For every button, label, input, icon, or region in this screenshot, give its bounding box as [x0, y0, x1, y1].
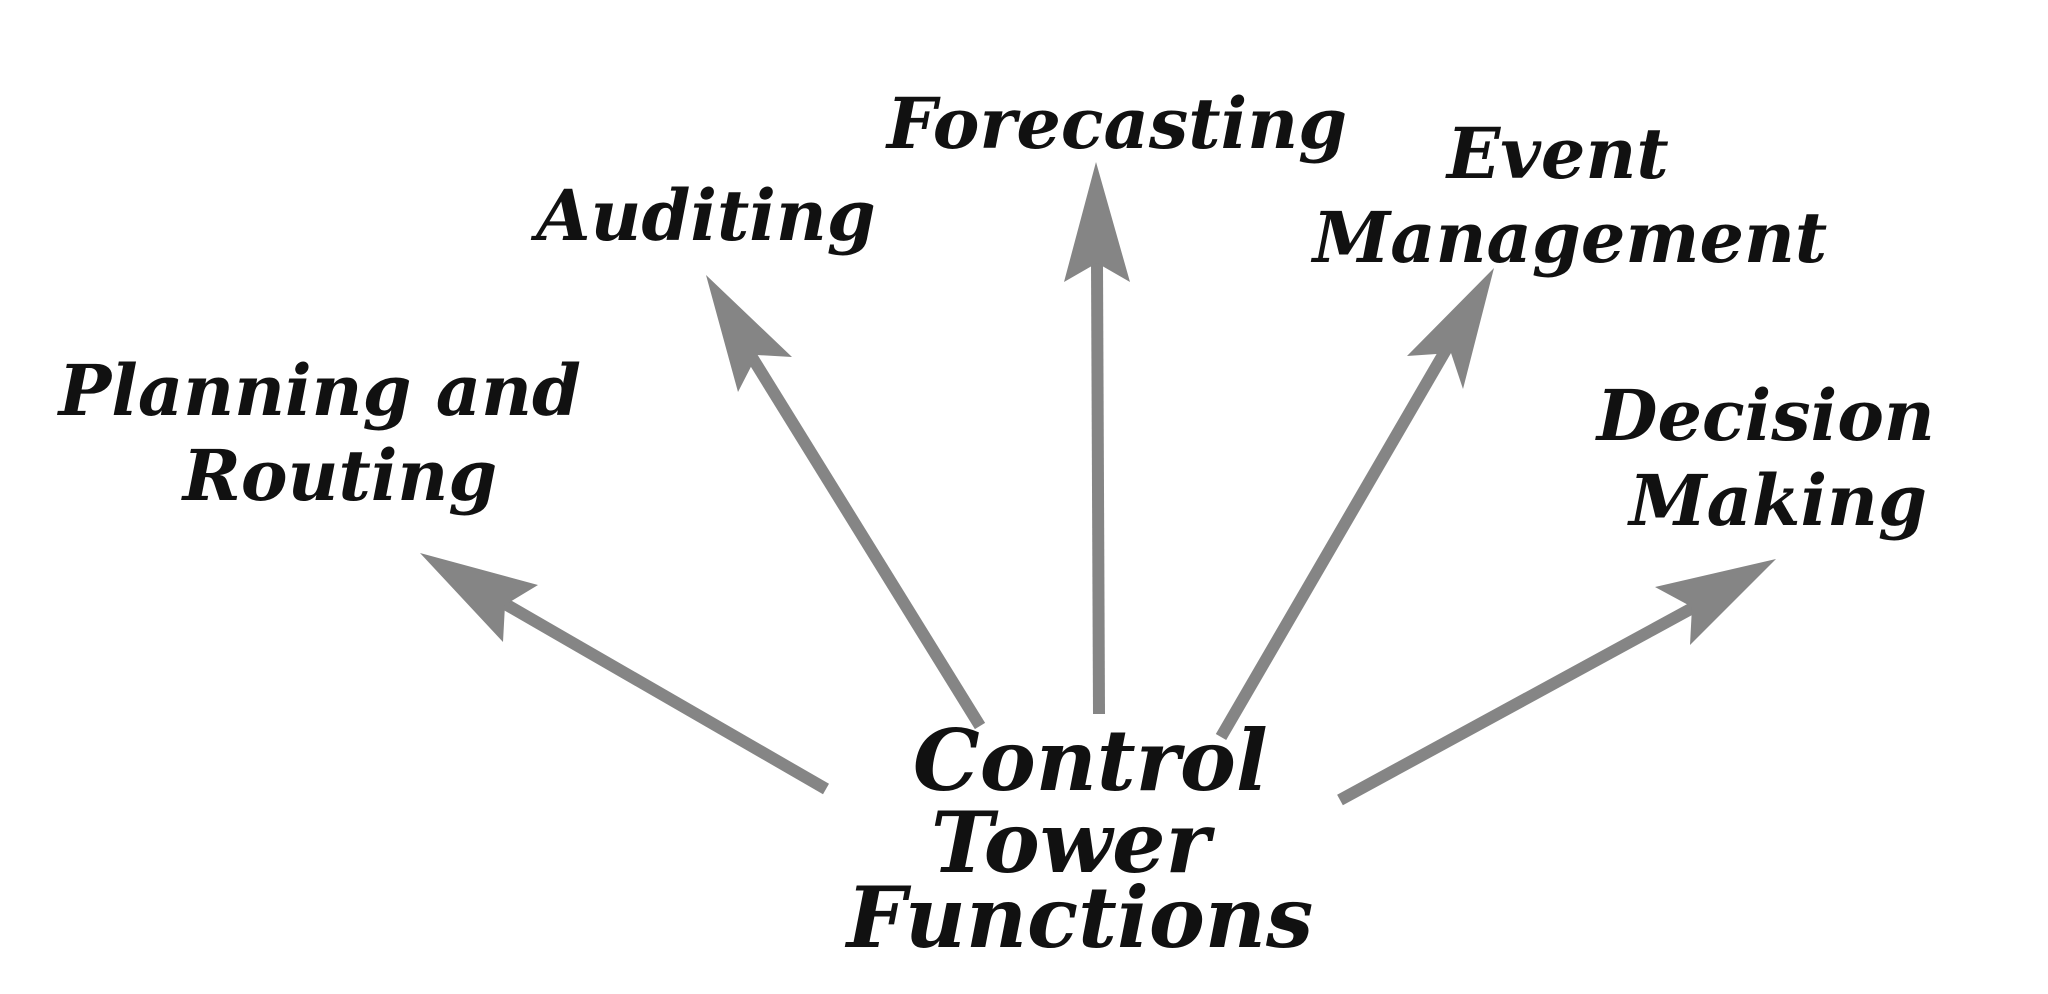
- arrow-to-event-management: [1215, 268, 1494, 741]
- arrow-to-forecasting: [1064, 162, 1130, 715]
- label-forecasting: Forecasting: [885, 82, 1347, 165]
- label-control-tower-functions: Control Tower Functions: [845, 711, 1314, 967]
- center-label-line: Control: [913, 711, 1268, 810]
- center-label-line: Tower: [931, 793, 1216, 892]
- label-line: Making: [1627, 459, 1927, 542]
- center-label-line: Functions: [845, 868, 1314, 967]
- label-line: Event: [1445, 112, 1669, 195]
- label-line: Routing: [181, 434, 498, 517]
- label-line: Management: [1311, 196, 1827, 279]
- label-line: Forecasting: [885, 82, 1347, 165]
- label-event-management: Event Management: [1311, 112, 1827, 279]
- label-line: Auditing: [530, 174, 876, 257]
- label-line: Decision: [1595, 374, 1935, 457]
- label-line: Planning and: [57, 349, 581, 432]
- arrow-to-planning-and-routing: [420, 553, 829, 795]
- label-planning-and-routing: Planning and Routing: [57, 349, 606, 517]
- label-auditing: Auditing: [530, 174, 876, 257]
- arrow-to-auditing: [706, 275, 986, 730]
- label-decision-making: Decision Making: [1595, 374, 1959, 542]
- arrow-to-decision-making: [1337, 559, 1776, 806]
